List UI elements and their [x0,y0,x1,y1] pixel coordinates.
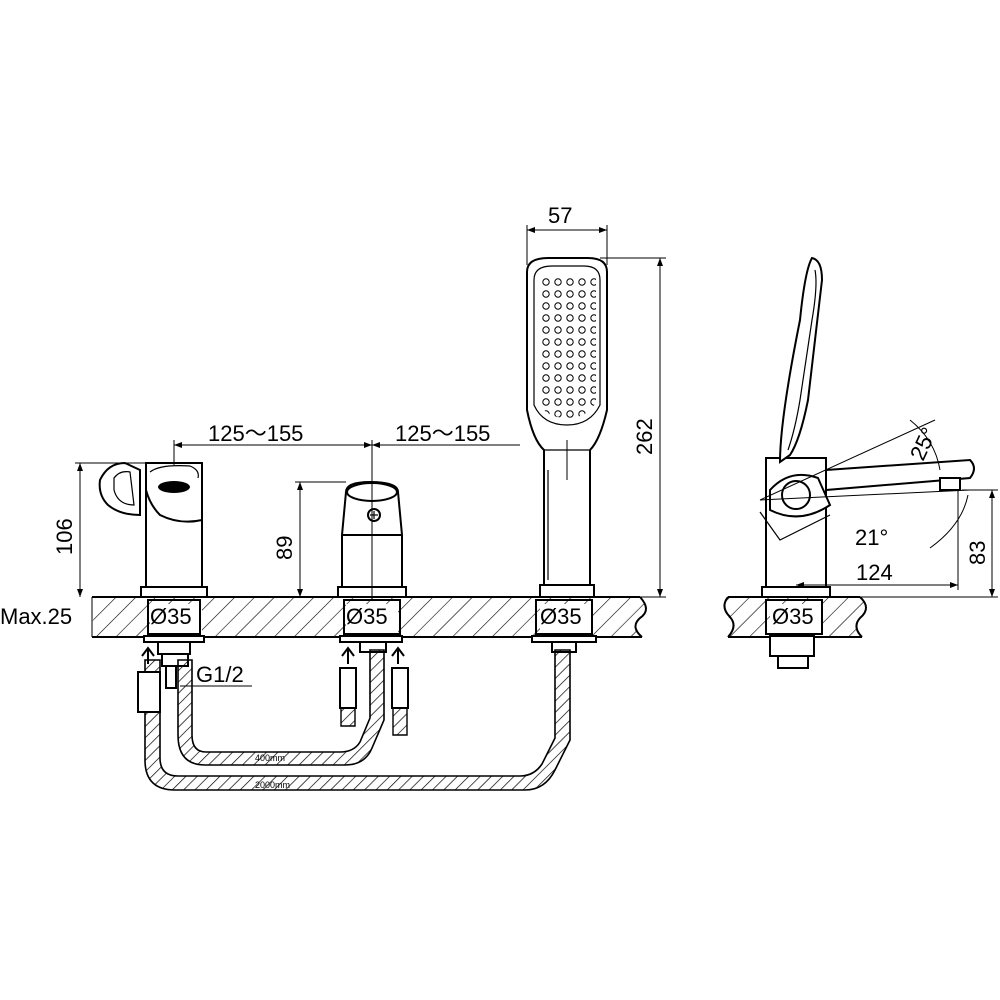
hole-1-label: Ø35 [150,604,192,629]
spout-angle-label: 21° [855,525,888,550]
side-view-fittings [765,599,823,669]
hole-side-label: Ø35 [772,604,814,629]
handshower-width-label: 57 [548,203,572,228]
mixer-fittings [339,599,403,653]
spacing-1-label: 125～155 [208,421,303,446]
side-view-faucet [759,256,975,598]
hole-3-label: Ø35 [540,604,582,629]
spacing-2-label: 125～155 [395,421,490,446]
spout-height-label: 106 [52,518,77,555]
dimension-labels: 125～155 125～155 57 262 106 89 Max.25 Ø35… [0,203,990,687]
thread-label: G1/2 [196,662,244,687]
handshower-fittings [531,599,597,653]
max-deck-label: Max.25 [0,604,72,629]
hose-long-label: 2000mm [255,780,290,790]
handshower-height-label: 262 [632,418,657,455]
hole-2-label: Ø35 [346,604,388,629]
spout-fittings [143,599,205,689]
mixer-height-label: 89 [272,536,297,560]
lever-angle-label: 25° [905,423,942,464]
dimension-lines [75,225,998,637]
handshower [526,257,608,598]
spout-body [98,461,208,598]
side-height-label: 83 [965,541,990,565]
spout-reach-label: 124 [856,560,893,585]
hoses: 400mm 2000mm [137,646,571,791]
hose-short-label: 400mm [255,753,285,763]
